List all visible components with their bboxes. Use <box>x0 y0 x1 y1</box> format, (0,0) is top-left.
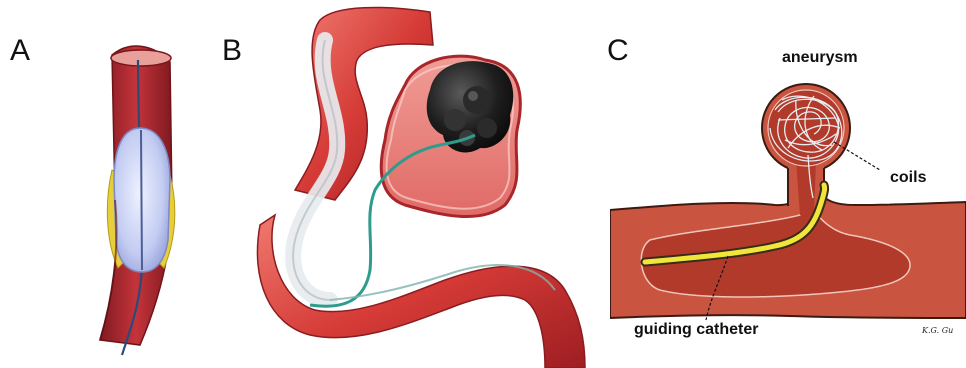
panel-c-aneurysm-label: aneurysm <box>782 50 858 66</box>
panel-a-vessel-opening <box>111 50 171 66</box>
panel-a-balloon-shaft <box>141 130 142 270</box>
panel-a-letter: A <box>10 36 30 66</box>
panel-c-guiding-catheter-label: guiding catheter <box>634 322 758 338</box>
panel-b-letter: B <box>222 36 242 66</box>
panel-b-illustration <box>255 0 600 368</box>
panel-c-artist-signature: K.G. Gu <box>922 326 953 335</box>
panel-a-illustration <box>60 0 210 368</box>
panel-c-coils-label: coils <box>890 170 926 186</box>
